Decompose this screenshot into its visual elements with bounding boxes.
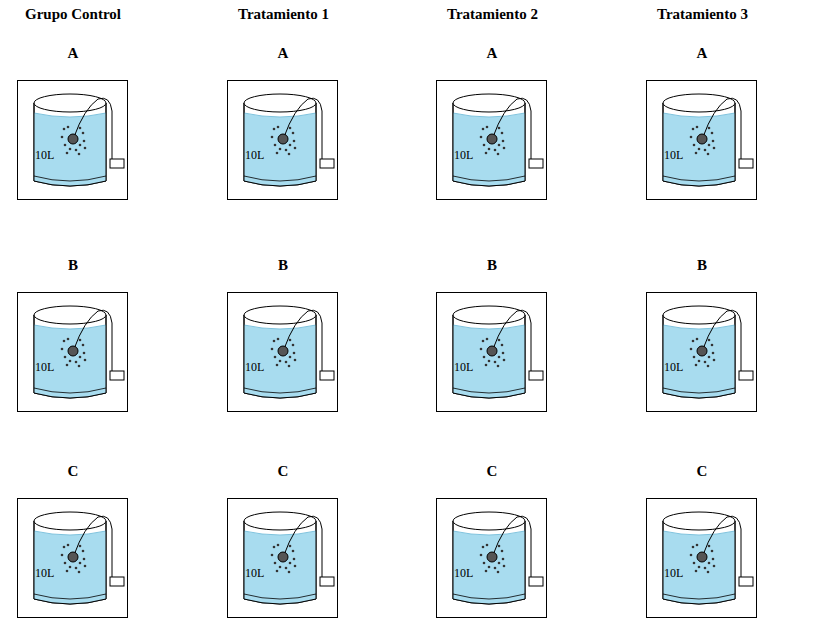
tank-box: C 10L [17, 460, 129, 618]
volume-label: 10L [35, 361, 54, 374]
replicate-letter: A [227, 42, 339, 64]
volume-label: 10L [664, 567, 683, 580]
replicate-letter: C [17, 460, 129, 482]
column-heading: Tratamiento 2 [447, 6, 538, 23]
volume-label: 10L [245, 567, 264, 580]
volume-label: 10L [35, 149, 54, 162]
volume-label: 10L [245, 149, 264, 162]
volume-label: 10L [245, 361, 264, 374]
tank-frame: 10L [17, 80, 128, 200]
bucket-illustration [228, 293, 337, 411]
tank-frame: 10L [436, 292, 547, 412]
tank-box: B 10L [17, 254, 129, 412]
volume-label: 10L [454, 361, 473, 374]
replicate-letter: C [646, 460, 758, 482]
tank-box: B 10L [227, 254, 339, 412]
column-heading: Tratamiento 3 [657, 6, 748, 23]
volume-label: 10L [454, 149, 473, 162]
tank-box: A 10L [227, 42, 339, 200]
bucket-illustration [437, 499, 546, 617]
tank-box: A 10L [436, 42, 548, 200]
tank-frame: 10L [17, 292, 128, 412]
tank-box: A 10L [17, 42, 129, 200]
bucket-illustration [18, 293, 127, 411]
bucket-illustration [647, 81, 756, 199]
tank-box: A 10L [646, 42, 758, 200]
bucket-illustration [437, 293, 546, 411]
tank-frame: 10L [436, 80, 547, 200]
bucket-illustration [228, 81, 337, 199]
tank-box: B 10L [436, 254, 548, 412]
tank-box: B 10L [646, 254, 758, 412]
bucket-illustration [228, 499, 337, 617]
replicate-letter: A [646, 42, 758, 64]
volume-label: 10L [664, 361, 683, 374]
bucket-illustration [437, 81, 546, 199]
replicate-letter: B [227, 254, 339, 276]
replicate-letter: B [646, 254, 758, 276]
replicate-letter: C [436, 460, 548, 482]
volume-label: 10L [454, 567, 473, 580]
tank-frame: 10L [436, 498, 547, 618]
tank-box: C 10L [436, 460, 548, 618]
tank-frame: 10L [646, 80, 757, 200]
tank-frame: 10L [227, 292, 338, 412]
tank-frame: 10L [227, 80, 338, 200]
replicate-letter: A [17, 42, 129, 64]
bucket-illustration [18, 499, 127, 617]
tank-frame: 10L [646, 498, 757, 618]
column-heading: Tratamiento 1 [238, 6, 329, 23]
tank-frame: 10L [227, 498, 338, 618]
volume-label: 10L [35, 567, 54, 580]
replicate-letter: B [17, 254, 129, 276]
bucket-illustration [18, 81, 127, 199]
tank-box: C 10L [646, 460, 758, 618]
volume-label: 10L [664, 149, 683, 162]
tank-frame: 10L [17, 498, 128, 618]
bucket-illustration [647, 499, 756, 617]
tank-box: C 10L [227, 460, 339, 618]
replicate-letter: A [436, 42, 548, 64]
bucket-illustration [647, 293, 756, 411]
replicate-letter: B [436, 254, 548, 276]
tank-frame: 10L [646, 292, 757, 412]
replicate-letter: C [227, 460, 339, 482]
column-heading: Grupo Control [25, 6, 121, 23]
